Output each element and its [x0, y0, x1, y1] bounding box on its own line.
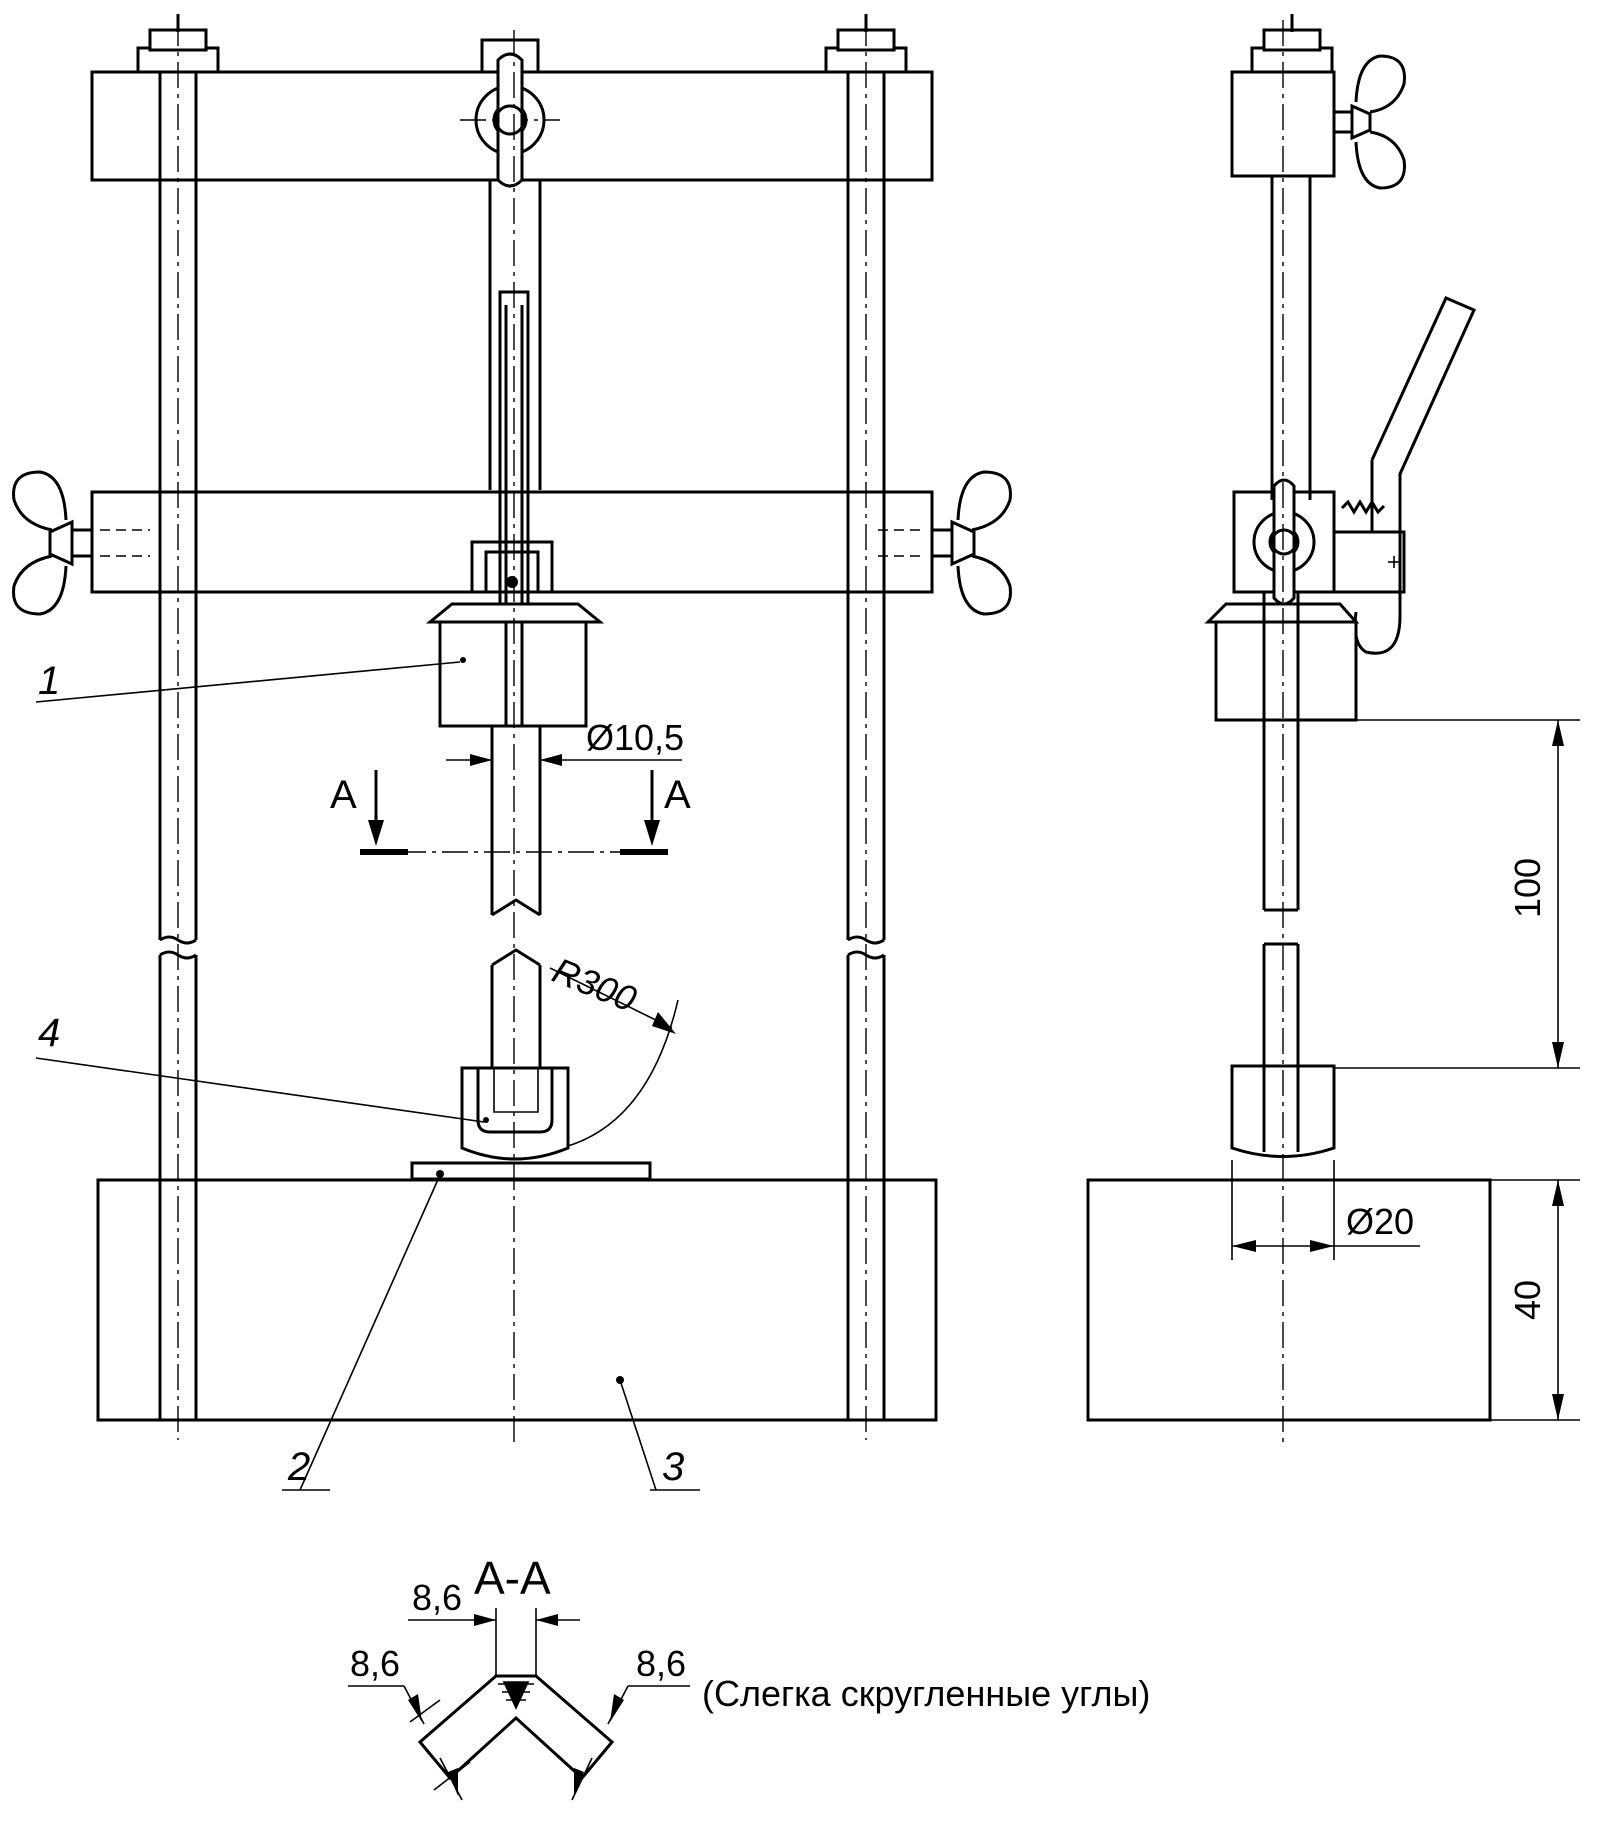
punch-rod — [490, 726, 542, 1068]
top-wing-clamp — [460, 52, 560, 188]
rod-diameter-dimension — [446, 754, 682, 766]
base-block — [96, 1178, 938, 1422]
side-die — [1230, 1064, 1336, 1158]
plunger-rod — [488, 180, 542, 656]
side-top-nut — [1250, 14, 1334, 74]
front-view — [12, 14, 1012, 1491]
height-40-label: 40 — [1507, 1280, 1548, 1320]
part-label-4: 4 — [38, 1011, 60, 1055]
die — [460, 1066, 570, 1161]
height-40-dimension — [1490, 1179, 1580, 1421]
side-top-wing-nut — [1334, 54, 1406, 190]
side-punch-holder — [1204, 592, 1360, 722]
pad-diameter-label: Ø20 — [1346, 1201, 1414, 1242]
section-mark-left: A — [330, 773, 357, 817]
workpiece-plate — [410, 1161, 652, 1181]
leader-2 — [299, 1174, 441, 1491]
section-title: A-A — [474, 1552, 551, 1604]
radius-label: R300 — [547, 949, 642, 1019]
post-right — [846, 72, 886, 1420]
section-cut-marker — [360, 770, 668, 855]
side-view — [1086, 14, 1580, 1442]
section-dim-left: 8,6 — [350, 1643, 400, 1684]
section-dim-right: 8,6 — [636, 1643, 686, 1684]
wing-nut-left — [12, 470, 92, 616]
height-100-label: 100 — [1507, 858, 1548, 918]
part-label-1: 1 — [38, 659, 60, 703]
section-dim-top: 8,6 — [412, 1577, 462, 1618]
guide-bushing — [470, 540, 554, 594]
part-label-2: 2 — [287, 1445, 310, 1489]
section-note: (Слегка скругленные углы) — [702, 1673, 1150, 1714]
rod-diameter-label: Ø10,5 — [586, 717, 684, 758]
section-a-a — [348, 1608, 690, 1801]
side-base-block — [1086, 1178, 1492, 1422]
wing-nut-right — [932, 470, 1012, 616]
leader-4 — [35, 1057, 485, 1123]
leader-3 — [619, 1379, 657, 1491]
leader-1 — [35, 661, 461, 703]
pad-diameter-dimension — [1231, 1160, 1420, 1260]
section-mark-right: A — [664, 773, 691, 817]
punch-holder — [425, 602, 605, 728]
height-100-dimension — [1334, 719, 1580, 1069]
side-clamp-assembly — [1232, 296, 1476, 655]
part-label-3: 3 — [662, 1445, 684, 1489]
